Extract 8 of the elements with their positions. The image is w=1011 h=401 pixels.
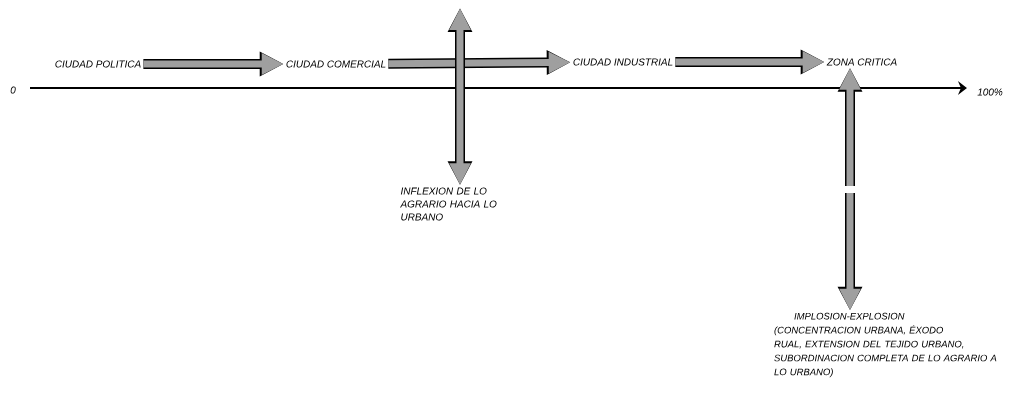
stage-label: ZONA CRITICA <box>826 58 897 66</box>
axis-label: 0 <box>10 86 16 94</box>
stage-label: CIUDAD COMERCIAL <box>286 60 386 68</box>
axis-label: 100% <box>977 88 1003 96</box>
stage-label: CIUDAD INDUSTRIAL <box>573 58 673 66</box>
note-text: IMPLOSION-EXPLOSION (CONCENTRACION URBANA, ÉXODO RUAL, EXTENSION DEL TEJIDO URBANO, SUBORDINACION COMPLETA DE LO AGRARIO A LO URBANO) <box>774 312 997 378</box>
note-text: INFLEXION DE LO AGRARIO HACIA LO URBANO <box>400 187 497 221</box>
stage-label: CIUDAD POLITICA <box>55 60 141 68</box>
